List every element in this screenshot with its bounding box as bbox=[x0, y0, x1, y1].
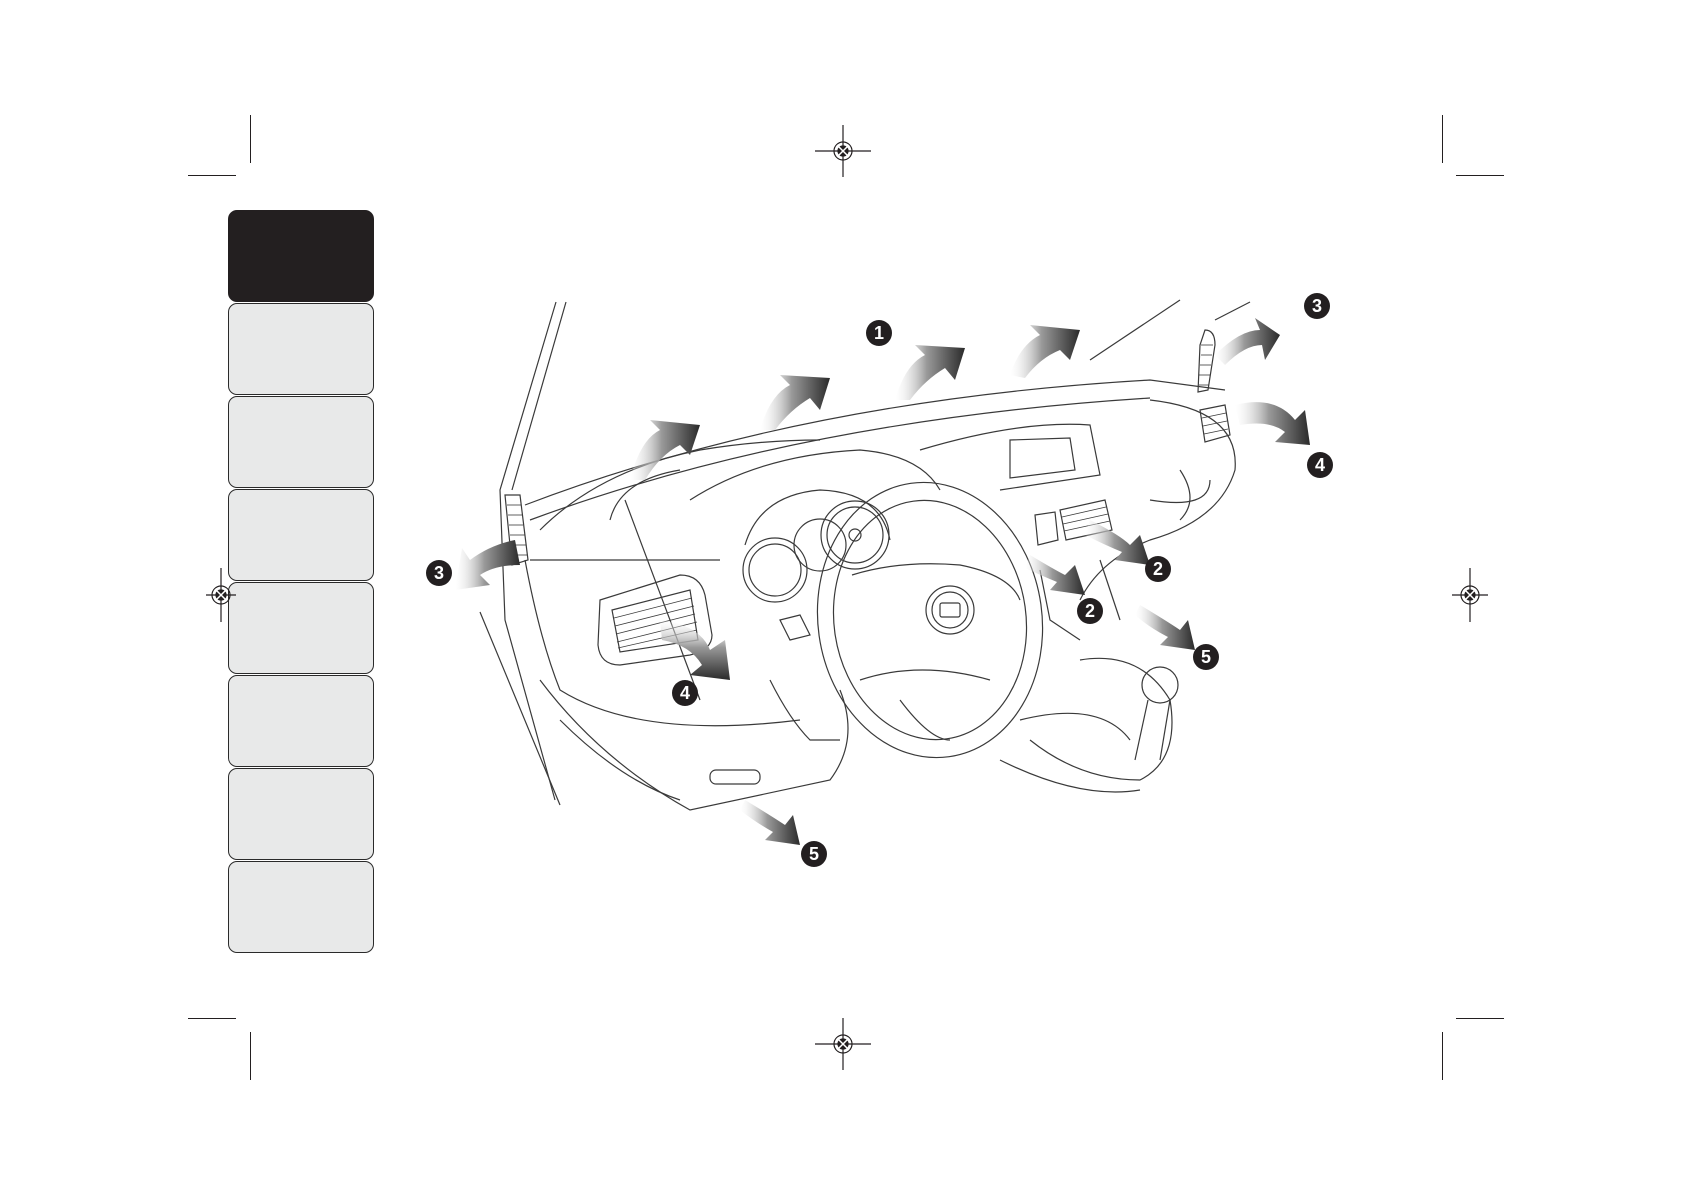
arrow-side-window-right bbox=[1215, 318, 1280, 365]
arrow-windscreen-2 bbox=[760, 375, 830, 430]
arrow-windscreen-1 bbox=[630, 420, 700, 480]
arrow-windscreen-4 bbox=[1010, 325, 1080, 378]
arrow-windscreen-3 bbox=[895, 345, 965, 400]
callout-footwell-right: 5 bbox=[1193, 644, 1219, 670]
callout-side-vent-left: 4 bbox=[672, 680, 698, 706]
callout-windscreen-vents: 1 bbox=[866, 320, 892, 346]
registration-mark-right bbox=[1452, 568, 1488, 622]
registration-mark-left bbox=[206, 568, 236, 622]
arrow-footwell-left bbox=[740, 800, 800, 845]
callout-side-vent-right: 4 bbox=[1307, 452, 1333, 478]
arrow-side-vent-left bbox=[660, 620, 730, 680]
callout-footwell-left: 5 bbox=[801, 841, 827, 867]
registration-mark-top bbox=[815, 125, 871, 177]
callout-center-vent-right: 2 bbox=[1145, 556, 1171, 582]
callout-side-window-right: 3 bbox=[1304, 293, 1330, 319]
arrow-side-window-left bbox=[455, 540, 520, 590]
arrow-center-vent-right bbox=[1085, 520, 1150, 565]
registration-mark-bottom bbox=[815, 1018, 871, 1070]
arrow-footwell-right bbox=[1135, 605, 1195, 650]
airflow-arrows bbox=[455, 318, 1310, 845]
callout-center-vent-left: 2 bbox=[1077, 598, 1103, 624]
arrow-side-vent-right bbox=[1235, 402, 1310, 445]
callout-side-window-left: 3 bbox=[426, 560, 452, 586]
